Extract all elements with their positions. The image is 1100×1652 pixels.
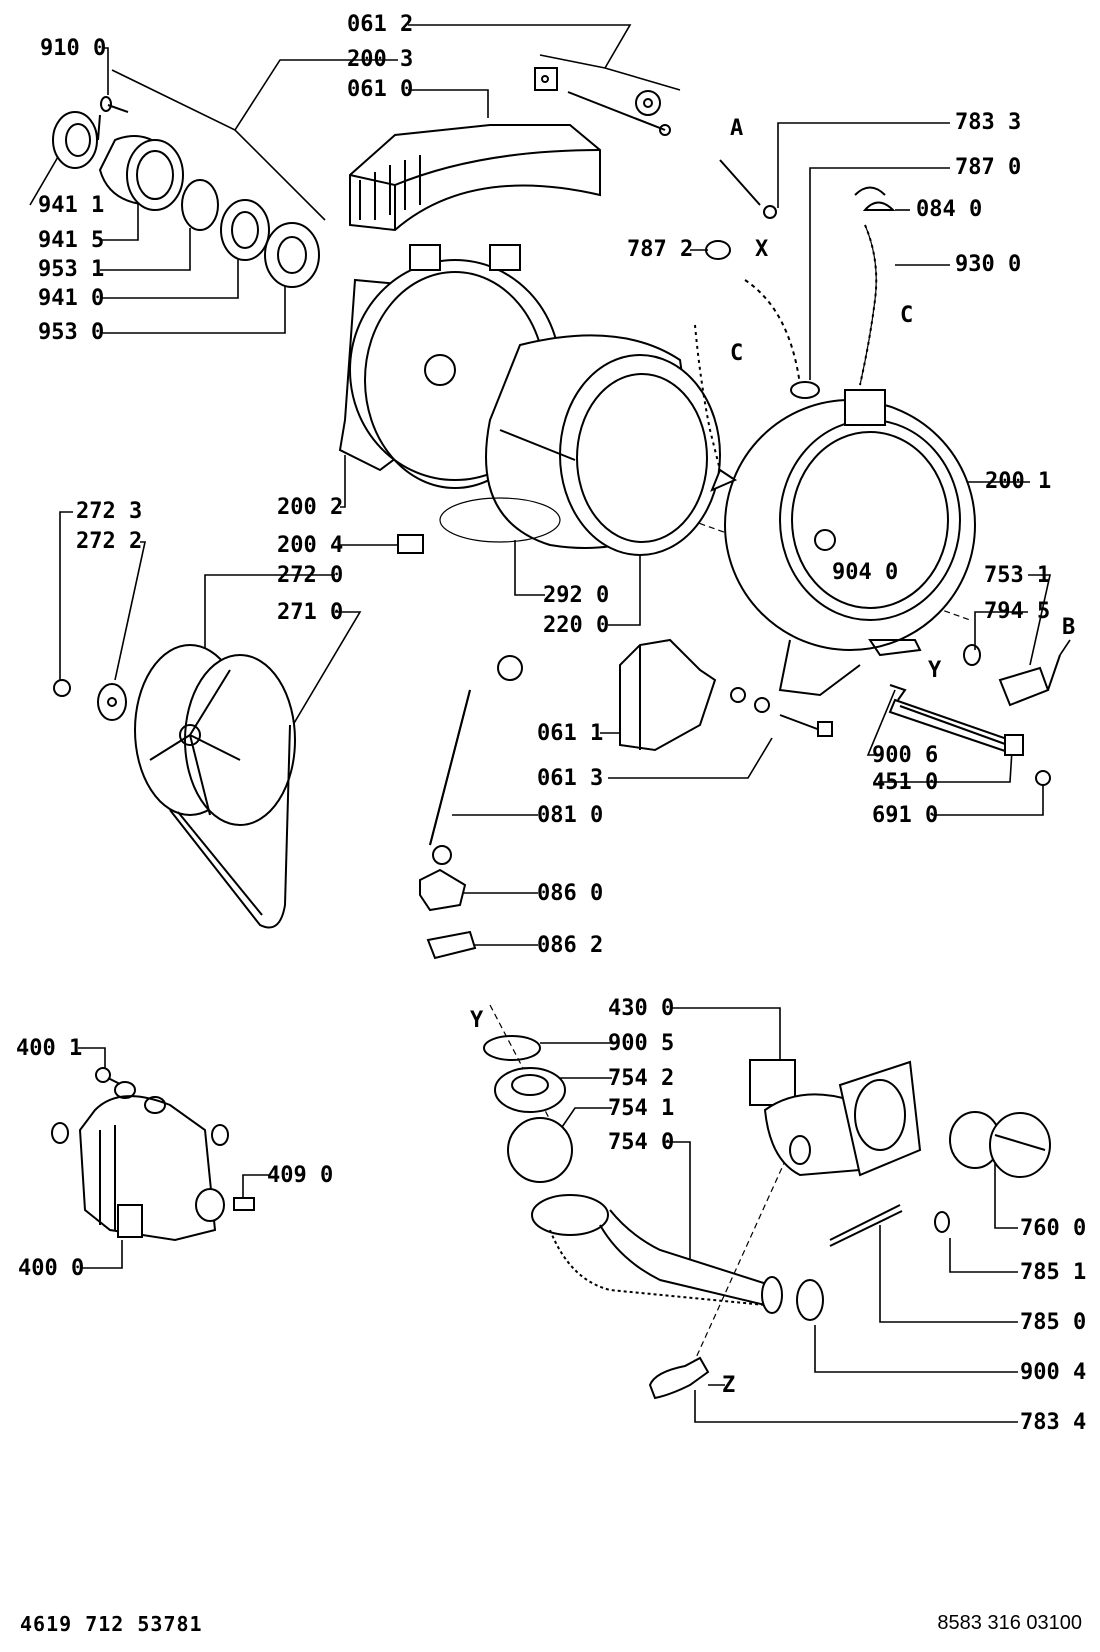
part-label-292-0: 292 0 [543, 583, 610, 608]
part-label-785-1: 785 1 [1020, 1260, 1087, 1285]
part-label-930-0: 930 0 [955, 252, 1022, 277]
bracket-061-2 [534, 67, 671, 136]
clip-086-2 [426, 930, 477, 960]
part-label-200-3: 200 3 [347, 47, 414, 72]
shock-absorber [429, 655, 523, 865]
part-label-272-0: 272 0 [277, 563, 344, 588]
marker-y-lower: Y [470, 1008, 484, 1033]
part-label-272-3: 272 3 [76, 499, 143, 524]
ball-754-1 [507, 1117, 573, 1183]
part-label-061-1: 061 1 [537, 721, 604, 746]
part-label-691-0: 691 0 [872, 803, 939, 828]
front-tub [724, 389, 976, 697]
sensor-753-1 [998, 654, 1061, 707]
marker-x: X [755, 237, 769, 262]
counterweight-top [349, 124, 601, 232]
marker-a: A [730, 116, 744, 141]
marker-b: B [1062, 615, 1076, 640]
pin-a [719, 159, 777, 219]
part-label-785-0: 785 0 [1020, 1310, 1087, 1335]
part-label-400-0: 400 0 [18, 1256, 85, 1281]
marker-c-right: C [900, 303, 914, 328]
part-label-400-1: 400 1 [16, 1036, 83, 1061]
gasket-794-5 [963, 644, 981, 666]
part-label-783-3: 783 3 [955, 110, 1022, 135]
marker-c-left: C [730, 341, 744, 366]
footer-service-code: 8583 316 03100 [937, 1612, 1082, 1634]
part-label-272-2: 272 2 [76, 529, 143, 554]
hose-787-0 [744, 279, 820, 399]
pulley [134, 644, 296, 826]
motor [51, 1081, 229, 1242]
part-label-200-2: 200 2 [277, 495, 344, 520]
part-label-900-4: 900 4 [1020, 1360, 1087, 1385]
bracket-900-6 [889, 684, 907, 701]
clamp-900-4 [796, 1279, 824, 1321]
bearing-group [52, 111, 320, 288]
counterweight-061-1 [619, 638, 717, 752]
clip-409-0 [233, 1197, 255, 1211]
belt [169, 724, 291, 929]
clamp-785-1 [934, 1211, 950, 1233]
part-label-760-0: 760 0 [1020, 1216, 1087, 1241]
part-label-783-4: 783 4 [1020, 1410, 1087, 1435]
part-label-953-1: 953 1 [38, 257, 105, 282]
ring-900-5 [483, 1035, 541, 1061]
nut-272-3 [53, 679, 71, 697]
cap-084-0 [862, 201, 896, 211]
part-label-941-0: 941 0 [38, 286, 105, 311]
part-label-430-0: 430 0 [608, 996, 675, 1021]
part-label-200-4: 200 4 [277, 533, 344, 558]
bolt-910-0 [100, 96, 129, 113]
part-label-753-1: 753 1 [984, 563, 1051, 588]
bolt-400-1 [95, 1067, 121, 1085]
part-label-081-0: 081 0 [537, 803, 604, 828]
part-label-200-1: 200 1 [985, 469, 1052, 494]
marker-y-upper: Y [928, 658, 942, 683]
pump-430-0 [749, 1059, 922, 1177]
elbow-783-4 [648, 1356, 710, 1400]
footer-document-number: 4619 712 53781 [20, 1612, 203, 1636]
spring-c-left [694, 324, 738, 492]
marker-z: Z [722, 1373, 736, 1398]
part-label-900-6: 900 6 [872, 743, 939, 768]
part-label-910-0: 910 0 [40, 36, 107, 61]
clip-086-0 [419, 868, 467, 912]
part-label-061-0: 061 0 [347, 77, 414, 102]
spring-930-0 [854, 186, 886, 386]
nut-691-0 [1035, 770, 1051, 786]
part-label-941-5: 941 5 [38, 228, 105, 253]
part-label-900-5: 900 5 [608, 1031, 675, 1056]
drum [439, 334, 721, 556]
part-label-084-0: 084 0 [916, 197, 983, 222]
part-label-754-2: 754 2 [608, 1066, 675, 1091]
part-label-451-0: 451 0 [872, 770, 939, 795]
sump-hose-754-0 [531, 1194, 783, 1314]
part-label-941-1: 941 1 [38, 193, 105, 218]
part-label-794-5: 794 5 [984, 599, 1051, 624]
part-label-220-0: 220 0 [543, 613, 610, 638]
part-label-754-1: 754 1 [608, 1096, 675, 1121]
part-label-271-0: 271 0 [277, 600, 344, 625]
part-label-086-0: 086 0 [537, 881, 604, 906]
part-label-953-0: 953 0 [38, 320, 105, 345]
part-label-061-3: 061 3 [537, 766, 604, 791]
part-label-409-0: 409 0 [267, 1163, 334, 1188]
part-label-787-2: 787 2 [627, 237, 694, 262]
filter-760-0 [949, 1111, 1051, 1178]
part-label-061-2: 061 2 [347, 12, 414, 37]
tube-785-0 [829, 1204, 903, 1247]
heater [888, 698, 1024, 756]
clamp-787-2 [705, 240, 731, 260]
seal-754-2 [494, 1067, 566, 1113]
clip-200-4 [397, 534, 424, 554]
washer-272-2 [97, 683, 127, 721]
part-label-904-0: 904 0 [832, 560, 899, 585]
bolt-061-3 [730, 687, 833, 737]
part-label-787-0: 787 0 [955, 155, 1022, 180]
part-label-754-0: 754 0 [608, 1130, 675, 1155]
part-label-086-2: 086 2 [537, 933, 604, 958]
